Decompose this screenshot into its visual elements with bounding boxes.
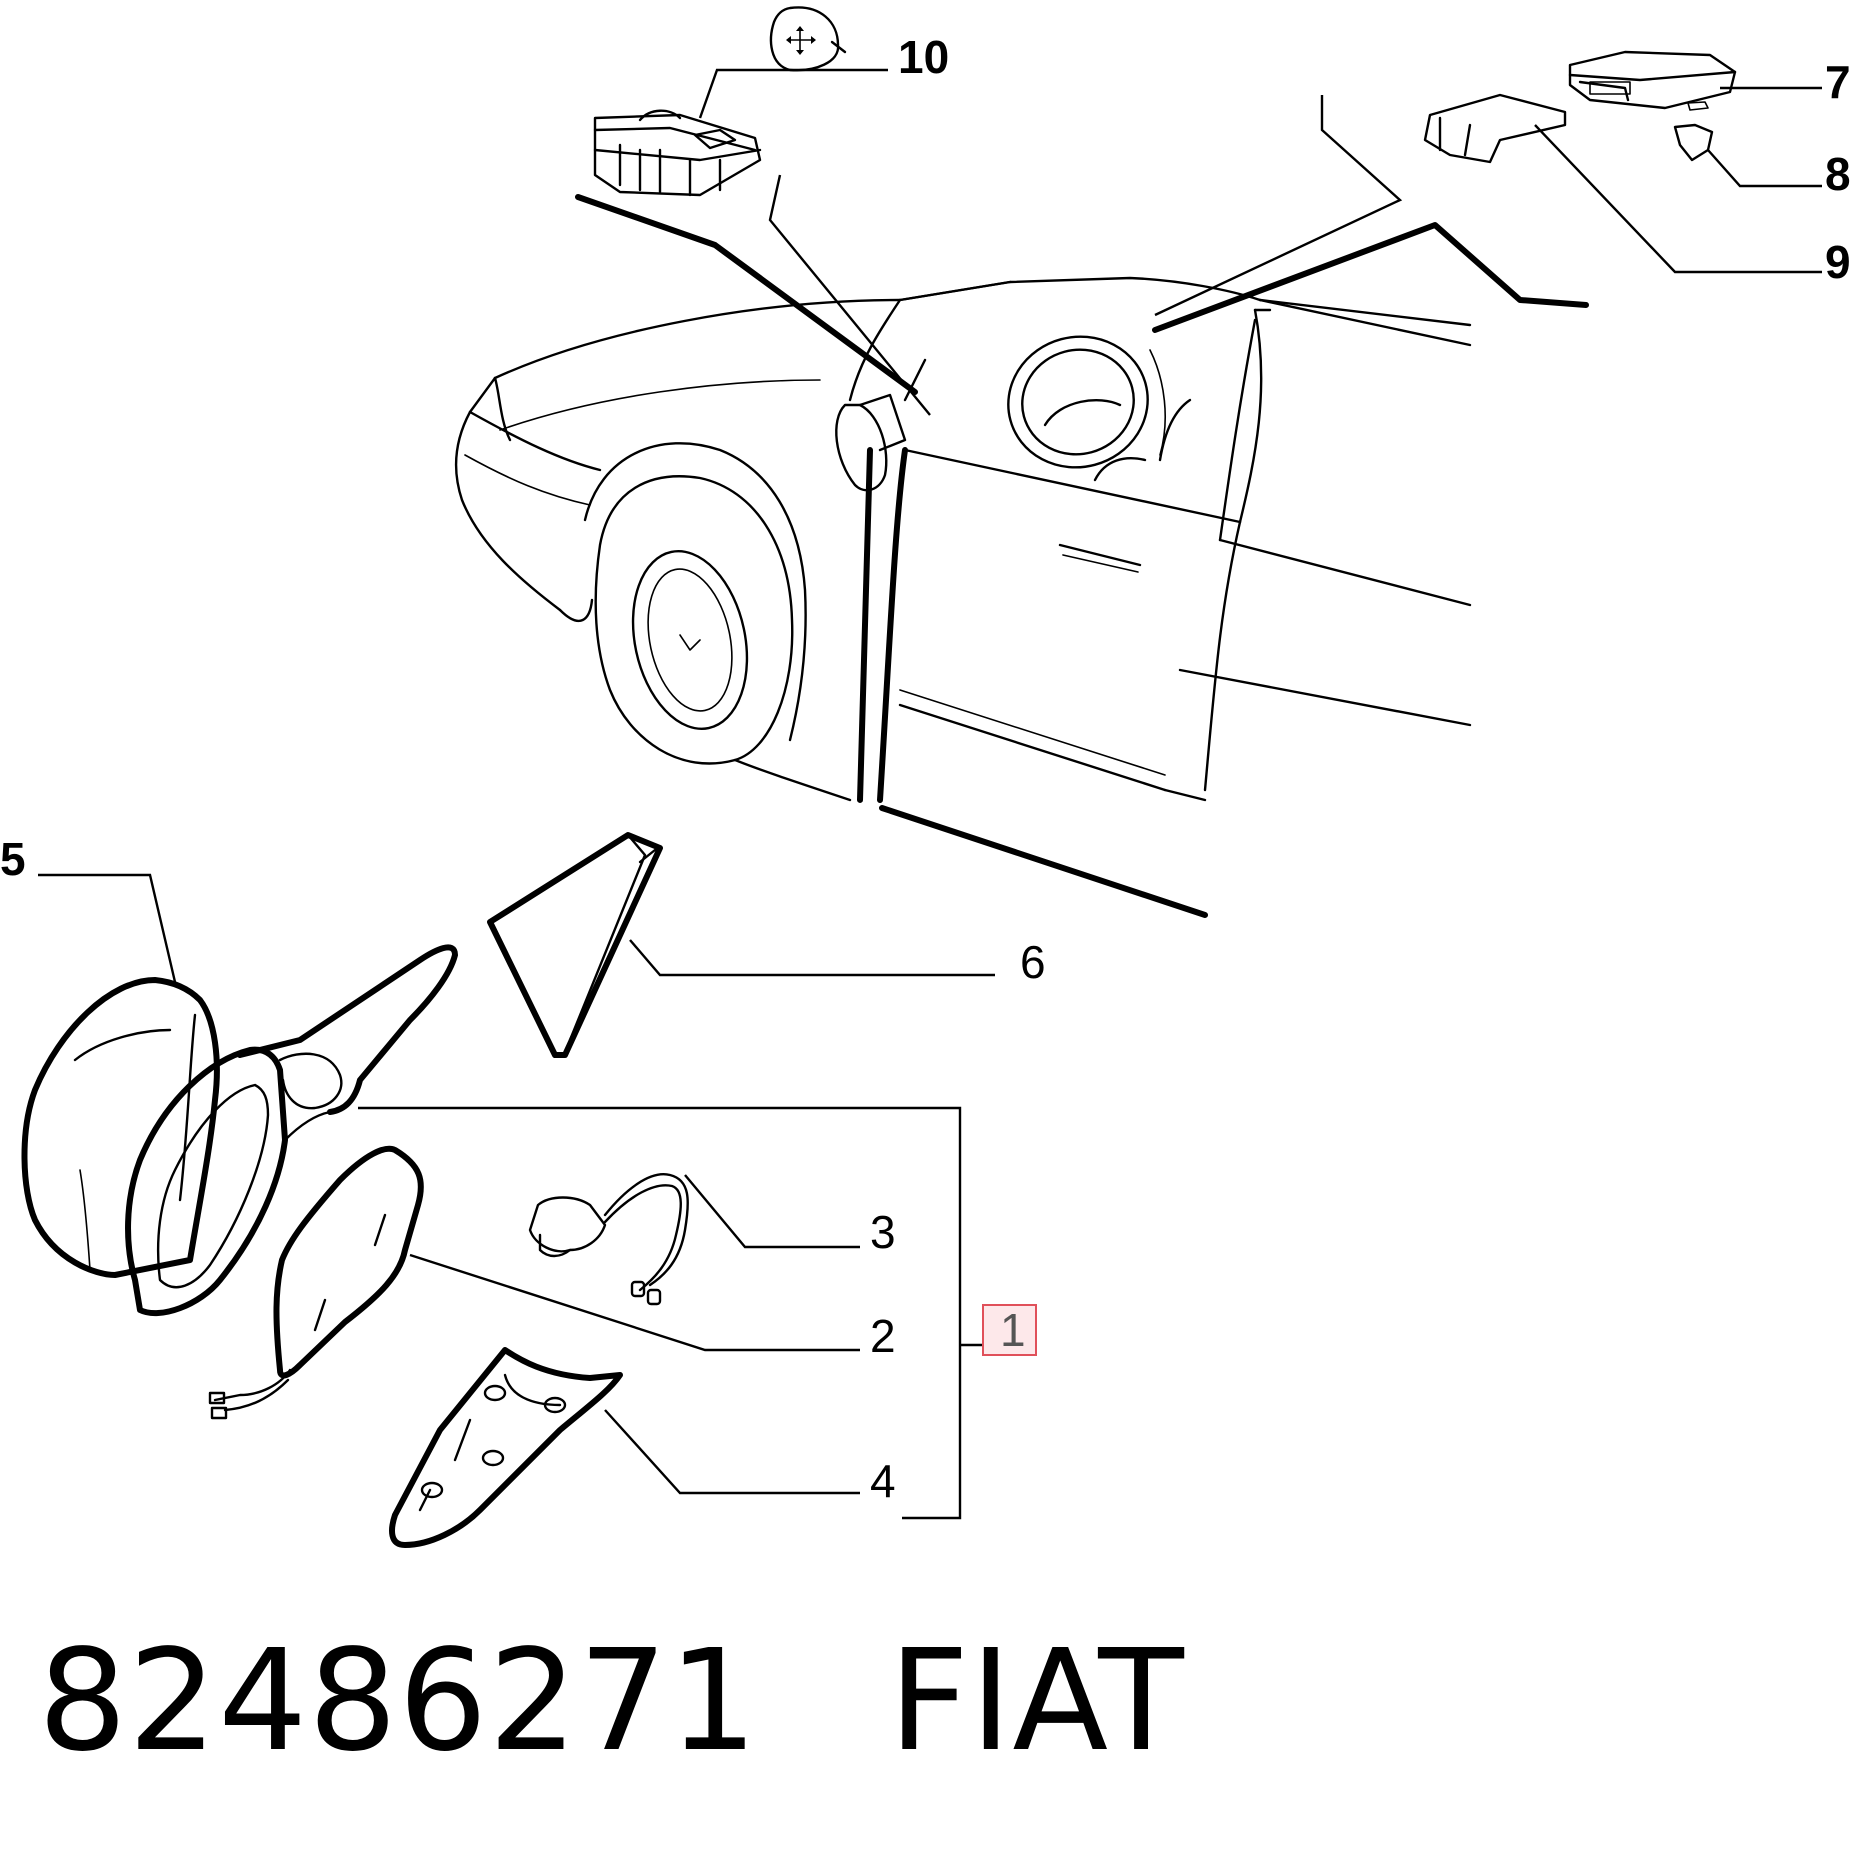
callout-10: 10 [898, 31, 949, 83]
part-8-clip [1673, 101, 1714, 162]
part-4-mirror-base [389, 1347, 623, 1548]
part-5-mirror-cover [21, 977, 220, 1278]
brand-name: FIAT [888, 1620, 1185, 1783]
callout-2: 2 [870, 1310, 896, 1362]
part-3-motor-with-cable [528, 1173, 689, 1306]
part-2-mirror-glass [208, 1145, 424, 1420]
callout-6: 6 [1020, 936, 1046, 988]
callout-3: 3 [870, 1206, 896, 1258]
mirror-adjust-joystick-icon [769, 6, 847, 72]
part-number: 82486271 [38, 1620, 759, 1783]
callout-4: 4 [870, 1455, 896, 1507]
callout-8: 8 [1825, 148, 1851, 200]
part-6-triangle-trim [487, 832, 663, 1058]
callout-7: 7 [1825, 56, 1851, 108]
callout-1-highlight [982, 1304, 1037, 1356]
callout-9: 9 [1825, 236, 1851, 288]
part-7-control-module [1568, 50, 1737, 110]
callout-labels: 10 7 8 9 5 6 3 2 4 1 [0, 31, 1851, 1507]
part-mirror-housing [125, 944, 458, 1317]
part-9-bracket [1423, 93, 1567, 164]
car-outline [454, 276, 1472, 918]
leader-lines [38, 68, 1822, 1520]
callout-1: 1 [1000, 1304, 1026, 1356]
callout-5: 5 [0, 833, 26, 885]
part-number-footer: 82486271 FIAT [38, 1622, 1185, 1782]
part-10-mirror-switch [593, 109, 762, 197]
